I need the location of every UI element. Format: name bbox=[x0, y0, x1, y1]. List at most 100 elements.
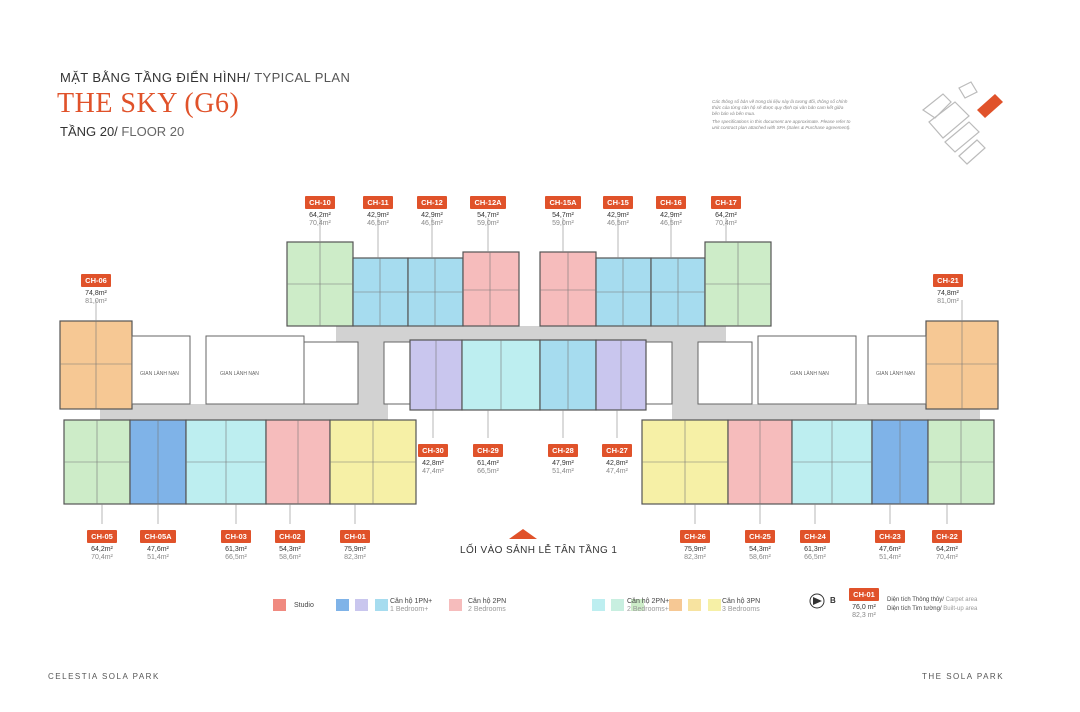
legend-2pn-en: 2 Bedrooms bbox=[468, 606, 506, 613]
legend-1pn-vi: Căn hộ 1PN+ bbox=[390, 598, 433, 605]
legend-2pn-plus-vi: Căn hộ 2PN+ bbox=[627, 598, 670, 605]
compass-icon bbox=[809, 593, 825, 609]
corridor bbox=[100, 326, 980, 420]
unit-code: CH-12 bbox=[417, 196, 447, 209]
floor-vi: TẦNG 20/ bbox=[60, 124, 118, 139]
elevator-core bbox=[383, 341, 411, 405]
disclaimer-vi: Các thông số bản vẽ trong tài liệu này l… bbox=[712, 99, 848, 116]
builtup-area: 66,5m² bbox=[804, 554, 826, 561]
footer-left-logo: CELESTIA SOLA PARK bbox=[48, 672, 160, 681]
unit-code: CH-05 bbox=[87, 530, 117, 543]
carpet-area: 47,9m² bbox=[552, 460, 574, 467]
carpet-area: 75,9m² bbox=[344, 546, 366, 553]
builtup-area: 51,4m² bbox=[147, 554, 169, 561]
unit-code: CH-22 bbox=[932, 530, 962, 543]
legend-3pn bbox=[669, 598, 721, 616]
entrance-label: LỐI VÀO SẢNH LỄ TÂN TẦNG 1 bbox=[460, 545, 618, 556]
studio-swatch bbox=[273, 599, 286, 611]
carpet-area: 64,2m² bbox=[309, 212, 331, 219]
carpet-area: 61,3m² bbox=[225, 546, 247, 553]
builtup-area: 59,0m² bbox=[477, 220, 499, 227]
3pn-swatch bbox=[707, 599, 721, 611]
service-room bbox=[867, 335, 927, 405]
legend-2pn bbox=[449, 598, 462, 616]
builtup-vi: Diện tích Tim tường/ bbox=[887, 606, 942, 612]
carpet-area: 74,8m² bbox=[85, 290, 107, 297]
builtup-area: 70,4m² bbox=[309, 220, 331, 227]
plan-subtitle: MẶT BẰNG TẦNG ĐIỂN HÌNH/ TYPICAL PLAN bbox=[60, 70, 350, 85]
carpet-area: 42,9m² bbox=[660, 212, 682, 219]
builtup-area: 51,4m² bbox=[879, 554, 901, 561]
carpet-area: 42,8m² bbox=[606, 460, 628, 467]
builtup-area: 59,0m² bbox=[552, 220, 574, 227]
builtup-area: 81,0m² bbox=[937, 298, 959, 305]
unit-code: CH-27 bbox=[602, 444, 632, 457]
sample-unit-code: CH-01 bbox=[849, 588, 879, 601]
builtup-area: 66,5m² bbox=[225, 554, 247, 561]
unit-code: CH-17 bbox=[711, 196, 741, 209]
builtup-area: 47,4m² bbox=[606, 468, 628, 475]
builtup-area: 46,5m² bbox=[607, 220, 629, 227]
unit-code: CH-24 bbox=[800, 530, 830, 543]
stair-core bbox=[697, 341, 753, 405]
carpet-area: 42,9m² bbox=[607, 212, 629, 219]
unit-code: CH-26 bbox=[680, 530, 710, 543]
subtitle-en: TYPICAL PLAN bbox=[250, 70, 351, 85]
carpet-area: 61,3m² bbox=[804, 546, 826, 553]
carpet-area: 75,9m² bbox=[684, 546, 706, 553]
carpet-area: 54,3m² bbox=[279, 546, 301, 553]
unit-code: CH-30 bbox=[418, 444, 448, 457]
2pn-plus-swatch bbox=[592, 599, 605, 611]
2pn-plus-swatch bbox=[630, 599, 644, 611]
builtup-area: 66,5m² bbox=[477, 468, 499, 475]
builtup-area: 46,5m² bbox=[367, 220, 389, 227]
legend-3pn-label: Căn hộ 3PN 3 Bedrooms bbox=[722, 598, 760, 614]
unit-code: CH-06 bbox=[81, 274, 111, 287]
3pn-swatch bbox=[669, 599, 682, 611]
building-title: THE SKY (G6) bbox=[57, 88, 240, 119]
builtup-en: Built-up area bbox=[941, 606, 978, 612]
legend-1pn-label: Căn hộ 1PN+ 1 Bedroom+ bbox=[390, 598, 432, 614]
carpet-area: 64,2m² bbox=[715, 212, 737, 219]
unit-code: CH-21 bbox=[933, 274, 963, 287]
1pn-swatch bbox=[336, 599, 349, 611]
builtup-area: 51,4m² bbox=[552, 468, 574, 475]
legend-2pn-label: Căn hộ 2PN 2 Bedrooms bbox=[468, 598, 506, 614]
legend-3pn-en: 3 Bedrooms bbox=[722, 606, 760, 613]
carpet-area: 54,7m² bbox=[477, 212, 499, 219]
unit-code: CH-11 bbox=[363, 196, 393, 209]
subtitle-vi: MẶT BẰNG TẦNG ĐIỂN HÌNH/ bbox=[60, 70, 251, 85]
entrance-arrow-icon bbox=[509, 529, 537, 539]
key-plan-highlight bbox=[977, 94, 1003, 118]
legend-studio bbox=[273, 598, 286, 616]
legend-sample-tag: CH-01 76,0 m² 82,3 m² bbox=[842, 584, 886, 620]
unit-code: CH-16 bbox=[656, 196, 686, 209]
footer-right-logo: THE SOLA PARK bbox=[922, 672, 1005, 681]
builtup-area: 47,4m² bbox=[422, 468, 444, 475]
sample-carpet: 76,0 m² bbox=[852, 604, 876, 611]
legend-1pn bbox=[336, 598, 388, 616]
unit-code: CH-28 bbox=[548, 444, 578, 457]
carpet-area: 42,9m² bbox=[421, 212, 443, 219]
legend-studio-label: Studio bbox=[294, 602, 314, 609]
stair-core bbox=[303, 341, 359, 405]
service-room bbox=[205, 335, 305, 405]
carpet-area: 64,2m² bbox=[91, 546, 113, 553]
